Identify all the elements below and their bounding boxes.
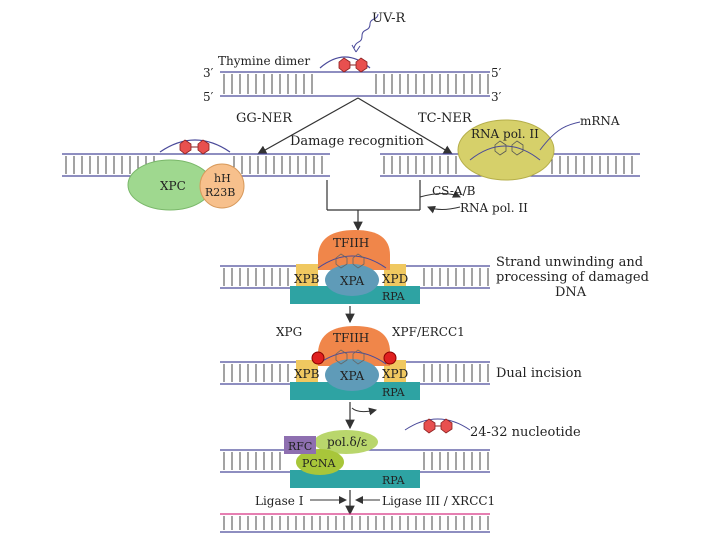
- xpa-protein-s2: [325, 264, 379, 296]
- ligase3-label: Ligase III / XRCC1: [382, 494, 495, 508]
- rna-pol-ii-label: RNA pol. II: [471, 127, 539, 141]
- ligase1-label: Ligase I: [255, 494, 304, 508]
- excised-fragment: [404, 418, 471, 431]
- xpb-label-s2: XPB: [294, 272, 320, 286]
- mrna-line: [539, 121, 581, 151]
- s3-bulge: [317, 351, 387, 365]
- step-unwinding-line2: processing of damaged: [496, 270, 649, 285]
- rfc-label: RFC: [288, 440, 312, 453]
- tc-bulge: [469, 145, 541, 161]
- hhr23b-protein: [199, 163, 245, 209]
- uv-label: UV-R: [372, 11, 407, 26]
- xpa-protein-s3: [325, 359, 379, 391]
- excised-dimer-left: [423, 418, 436, 434]
- dimer-hex-left: [338, 57, 351, 73]
- tc-dimer-right: [511, 140, 524, 156]
- tfiih-label-s2: TFIIH: [333, 236, 369, 250]
- xpf-incision-dot: [383, 351, 397, 365]
- csab-arrow-in: [427, 205, 461, 214]
- xpa-label-s2: XPA: [340, 274, 365, 288]
- arrow-tc-ner: [357, 97, 454, 155]
- xpd-label-s3: XPD: [382, 367, 408, 381]
- rna-pol-ii-small-label: RNA pol. II: [460, 201, 528, 215]
- dual-incision-label: Dual incision: [496, 366, 582, 381]
- hhr23b-label-1: hH: [214, 172, 231, 185]
- gg-bulge: [159, 139, 231, 153]
- s2-bulge: [317, 255, 387, 269]
- uv-wave: [353, 13, 379, 49]
- rpa-label-s2: RPA: [382, 290, 406, 303]
- rfc-protein: [284, 436, 316, 454]
- dna-repaired-duplex: [220, 513, 490, 533]
- gg-dimer-right: [197, 139, 210, 155]
- dna-top-duplex: [220, 71, 490, 97]
- top-left-3prime: 3′: [203, 66, 214, 80]
- xpb-protein-s2: [296, 264, 318, 286]
- step-unwinding-line3: DNA: [555, 285, 587, 300]
- tc-ner-label: TC-NER: [418, 111, 473, 126]
- s3-dimer-left: [335, 349, 348, 365]
- arrow-excision: [351, 407, 377, 416]
- s2-dimer-right: [352, 253, 365, 269]
- xpc-label: XPC: [160, 179, 186, 193]
- gg-dimer-left: [179, 139, 192, 155]
- nucleotide-label: 24-32 nucleotide: [470, 425, 581, 440]
- excised-dimer-right: [440, 418, 453, 434]
- dimer-hex-right: [355, 57, 368, 73]
- rpa-label-s4: RPA: [382, 474, 406, 487]
- top-right-5prime: 5′: [491, 66, 502, 80]
- s2-dimer-left: [335, 253, 348, 269]
- s3-dimer-right: [352, 349, 365, 365]
- csab-label: CS-A/B: [432, 184, 476, 198]
- gg-ner-label: GG-NER: [236, 111, 293, 126]
- tc-dimer-left: [494, 140, 507, 156]
- xpa-label-s3: XPA: [340, 369, 365, 383]
- xpb-label-s3: XPB: [294, 367, 320, 381]
- pol-label: pol.δ/ε: [327, 435, 367, 449]
- tfiih-label-s3: TFIIH: [333, 331, 369, 345]
- xpd-label-s2: XPD: [382, 272, 408, 286]
- hhr23b-label-2: R23B: [205, 186, 235, 199]
- xpb-protein-s3: [296, 360, 318, 382]
- uv-arrowhead: [351, 44, 361, 53]
- top-left-5prime: 5′: [203, 90, 214, 104]
- pcna-protein: [296, 449, 344, 475]
- pcna-label: PCNA: [302, 457, 336, 470]
- xpg-incision-dot: [311, 351, 325, 365]
- xpg-label: XPG: [276, 325, 302, 339]
- xpf-ercc1-label: XPF/ERCC1: [392, 325, 465, 339]
- damage-recognition-label: Damage recognition: [290, 134, 424, 149]
- pol-protein: [314, 430, 378, 454]
- thymine-dimer-label: Thymine dimer: [218, 54, 310, 68]
- arrow-gg-ner: [256, 97, 359, 155]
- rpa-protein-s3: [290, 382, 420, 400]
- step-unwinding-line1: Strand unwinding and: [496, 255, 643, 270]
- rpa-label-s3: RPA: [382, 386, 406, 399]
- top-right-3prime: 3′: [491, 90, 502, 104]
- mrna-label: mRNA: [580, 114, 620, 128]
- csab-arrow-out: [419, 190, 461, 198]
